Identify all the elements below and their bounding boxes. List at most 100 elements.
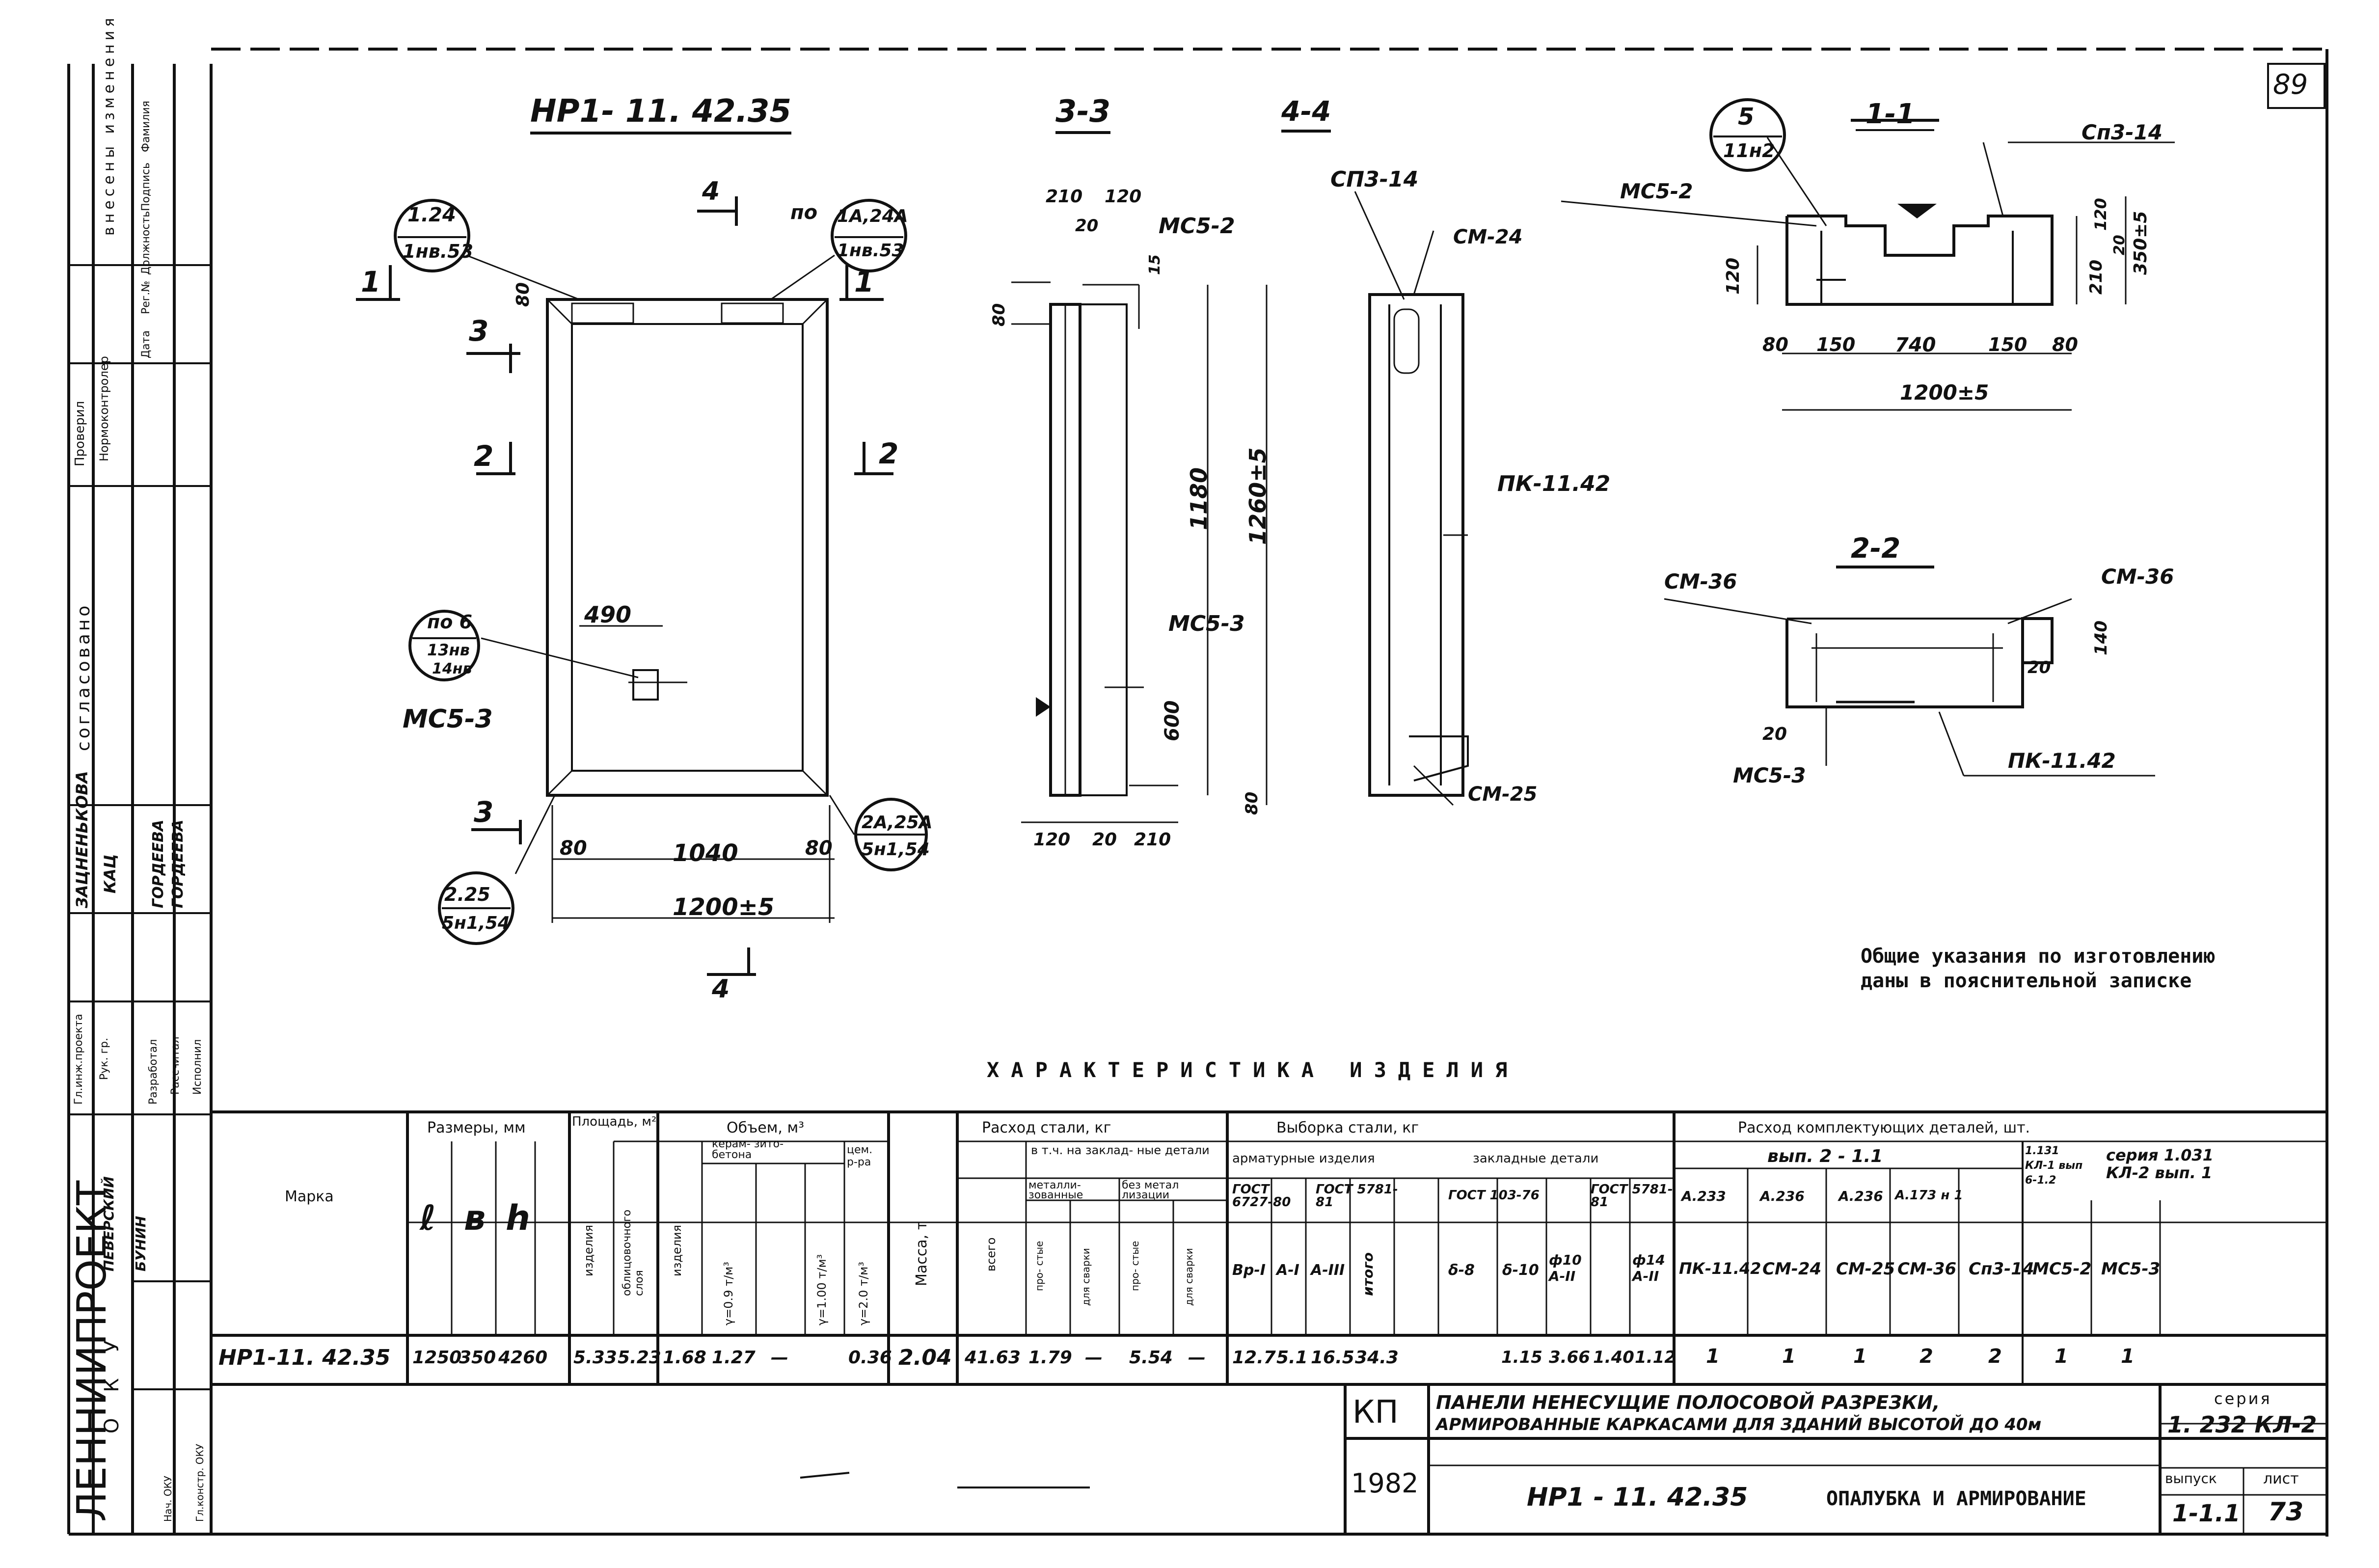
sec22-dim-20-right: 20 bbox=[2028, 658, 2051, 677]
sec22-dim-140: 140 bbox=[2091, 621, 2111, 655]
th-h: h bbox=[506, 1198, 530, 1238]
changes-block-title: внесены изменения bbox=[101, 14, 118, 236]
sec11-dim-80-right: 80 bbox=[2052, 334, 2078, 355]
th-b: в bbox=[464, 1198, 486, 1238]
sec11-dim-740: 740 bbox=[1895, 334, 1936, 356]
th-a173: А.173 н 1 bbox=[1895, 1188, 1963, 1203]
row-a1: 5.1 bbox=[1276, 1348, 1308, 1368]
row-part-sm36: 2 bbox=[1919, 1345, 1933, 1368]
row-s8: 1.15 bbox=[1501, 1348, 1542, 1367]
table-title: ХАРАКТЕРИСТИКА ИЗДЕЛИЯ bbox=[987, 1058, 1519, 1082]
callout-top-left-num: 1.24 bbox=[407, 204, 456, 226]
sec44-label-sm25: СМ-25 bbox=[1468, 783, 1538, 806]
th-embed: закладные детали bbox=[1473, 1151, 1599, 1166]
th-f14: ф14 А-II bbox=[1632, 1252, 1665, 1284]
cut-mark-1-right: 1 bbox=[854, 265, 874, 298]
section-22-title: 2-2 bbox=[1851, 533, 1901, 565]
callout-top-right-den: 1нв.53 bbox=[837, 241, 904, 261]
th-simple-2: про- стые bbox=[1129, 1241, 1141, 1291]
callout-bot-right-num: 2А,25А bbox=[862, 812, 933, 833]
changes-col-position: Должность bbox=[140, 211, 152, 275]
row-area-facing: 5.23 bbox=[618, 1348, 661, 1368]
org-dept: О К У bbox=[101, 1330, 123, 1433]
role-developed: Разработал bbox=[147, 1039, 160, 1105]
title-list-label: лист bbox=[2263, 1470, 2299, 1487]
section-11-title: 1-1 bbox=[1865, 98, 1916, 130]
changes-col-surname: Фамилия bbox=[140, 101, 152, 152]
callout-bot-left-den: 5н1,54 bbox=[442, 913, 510, 933]
title-desc-line1: ПАНЕЛИ НЕНЕСУЩИЕ ПОЛОСОВОЙ РАЗРЕЗКИ, bbox=[1436, 1392, 1940, 1413]
row-nonmetal-simple: 5.54 bbox=[1129, 1348, 1173, 1368]
th-steel-nonmetal: без метал лизации bbox=[1122, 1179, 1179, 1201]
name-chief-engineer: ЗАЦНЕНЬКОВА bbox=[73, 771, 91, 908]
callout-mid-den2: 14нв bbox=[432, 660, 472, 677]
sec33-dim-80-top: 80 bbox=[989, 303, 1009, 326]
row-vol-75: — bbox=[771, 1348, 788, 1368]
row-nonmetal-conc: — bbox=[1188, 1348, 1206, 1368]
sec11-dim-350: 350±5 bbox=[2131, 211, 2151, 275]
sec11-label-mc52: МС5-2 bbox=[1620, 179, 1693, 203]
sec11-label-sp314: Сп3-14 bbox=[2082, 120, 2163, 144]
role-head-oku: Нач. ОКУ bbox=[162, 1476, 174, 1522]
name-developer: ГОРДЕЕВА bbox=[150, 819, 167, 908]
callout-bot-right-den: 5н1,54 bbox=[862, 839, 930, 860]
title-seria-label: серия bbox=[2214, 1389, 2272, 1408]
callout-mid-num: по 6 bbox=[427, 611, 473, 633]
th-a1: А-I bbox=[1276, 1262, 1299, 1279]
row-part-pk1142: 1 bbox=[1706, 1345, 1720, 1368]
sec33-dim-bottom-210: 210 bbox=[1134, 830, 1171, 850]
sec22-label-sm36-left: СМ-36 bbox=[1664, 569, 1737, 594]
th-a236b: А.236 bbox=[1838, 1188, 1883, 1204]
th-ser131: 1.131 КЛ-1 вып 6-1.2 bbox=[2025, 1145, 2083, 1187]
sheet-number-corner: 89 bbox=[2273, 69, 2308, 101]
th-seria: серия 1.031 КЛ-2 вып. 1 bbox=[2106, 1146, 2214, 1182]
th-s10: δ-10 bbox=[1502, 1262, 1539, 1279]
sec22-label-sm36-right: СМ-36 bbox=[2101, 565, 2174, 589]
dim-80-left: 80 bbox=[560, 837, 587, 860]
dim-1200: 1200±5 bbox=[673, 893, 775, 921]
title-drawing-code: НР1 - 11. 42.35 bbox=[1527, 1483, 1748, 1512]
sec11-dim-120: 120 bbox=[2091, 198, 2110, 231]
title-year: 1982 bbox=[1351, 1468, 1419, 1499]
th-vol-ceramic: керам- зито- бетона bbox=[712, 1138, 784, 1161]
name-calculator: ГОРДЕЕВА bbox=[169, 819, 187, 908]
row-f14: 1.12 bbox=[1635, 1348, 1676, 1367]
sec33-dim-1180: 1180 bbox=[1186, 467, 1212, 530]
th-marka: Марка bbox=[285, 1188, 334, 1205]
dim-80-right: 80 bbox=[805, 837, 833, 860]
row-mass: 2.04 bbox=[898, 1345, 952, 1370]
row-part-sm25: 1 bbox=[1853, 1345, 1867, 1368]
main-view-title: НР1- 11. 42.35 bbox=[530, 93, 791, 135]
approved-title: согласовано bbox=[74, 602, 94, 751]
th-a233: А.233 bbox=[1681, 1188, 1726, 1204]
th-a3: А-III bbox=[1311, 1262, 1345, 1279]
th-for-concrete-2: для сварки bbox=[1183, 1248, 1195, 1306]
sec33-label-mc53: МС5-3 bbox=[1168, 611, 1245, 636]
name-group-head: КАЦ bbox=[101, 854, 119, 893]
dim-80-top: 80 bbox=[513, 282, 533, 307]
th-mass: Масса, т bbox=[913, 1221, 930, 1286]
sec33-dim-bottom-120: 120 bbox=[1033, 830, 1071, 850]
name-bunin: БУНИН bbox=[133, 1216, 149, 1271]
row-metal-simple: 1.79 bbox=[1028, 1348, 1072, 1368]
cut-mark-2-left: 2 bbox=[474, 439, 494, 473]
th-vol-cement: цем. р-ра bbox=[847, 1144, 873, 1168]
row-itogo: 34.3 bbox=[1355, 1348, 1399, 1368]
sec22-label-mc53: МС5-3 bbox=[1733, 763, 1806, 787]
th-for-concrete-1: для сварки bbox=[1080, 1248, 1092, 1306]
role-calculated: Рассчитал bbox=[169, 1036, 182, 1095]
th-part-sp314: Сп3-14 bbox=[1969, 1259, 2034, 1279]
sec33-dim-210: 210 bbox=[1046, 187, 1083, 207]
th-part-pk1142: ПК-11.42 bbox=[1679, 1259, 1761, 1278]
sec22-dim-20-left: 20 bbox=[1762, 724, 1787, 744]
sec22-label-pk1142: ПК-11.42 bbox=[2008, 749, 2116, 773]
row-vol-item: 1.68 bbox=[663, 1348, 706, 1368]
role-chief-designer-oku: Гл.констр. ОКУ bbox=[194, 1444, 206, 1522]
row-vol-50: 1.27 bbox=[712, 1348, 756, 1368]
row-f10: 1.40 bbox=[1593, 1348, 1634, 1367]
sec33-label-mc52: МС5-2 bbox=[1159, 214, 1235, 239]
sec11-dim-210: 210 bbox=[2086, 260, 2106, 295]
sec11-dim-150-right: 150 bbox=[1988, 334, 2028, 355]
role-chief-engineer: Гл.инж.проекта bbox=[73, 1014, 85, 1105]
dim-490: 490 bbox=[584, 601, 632, 628]
